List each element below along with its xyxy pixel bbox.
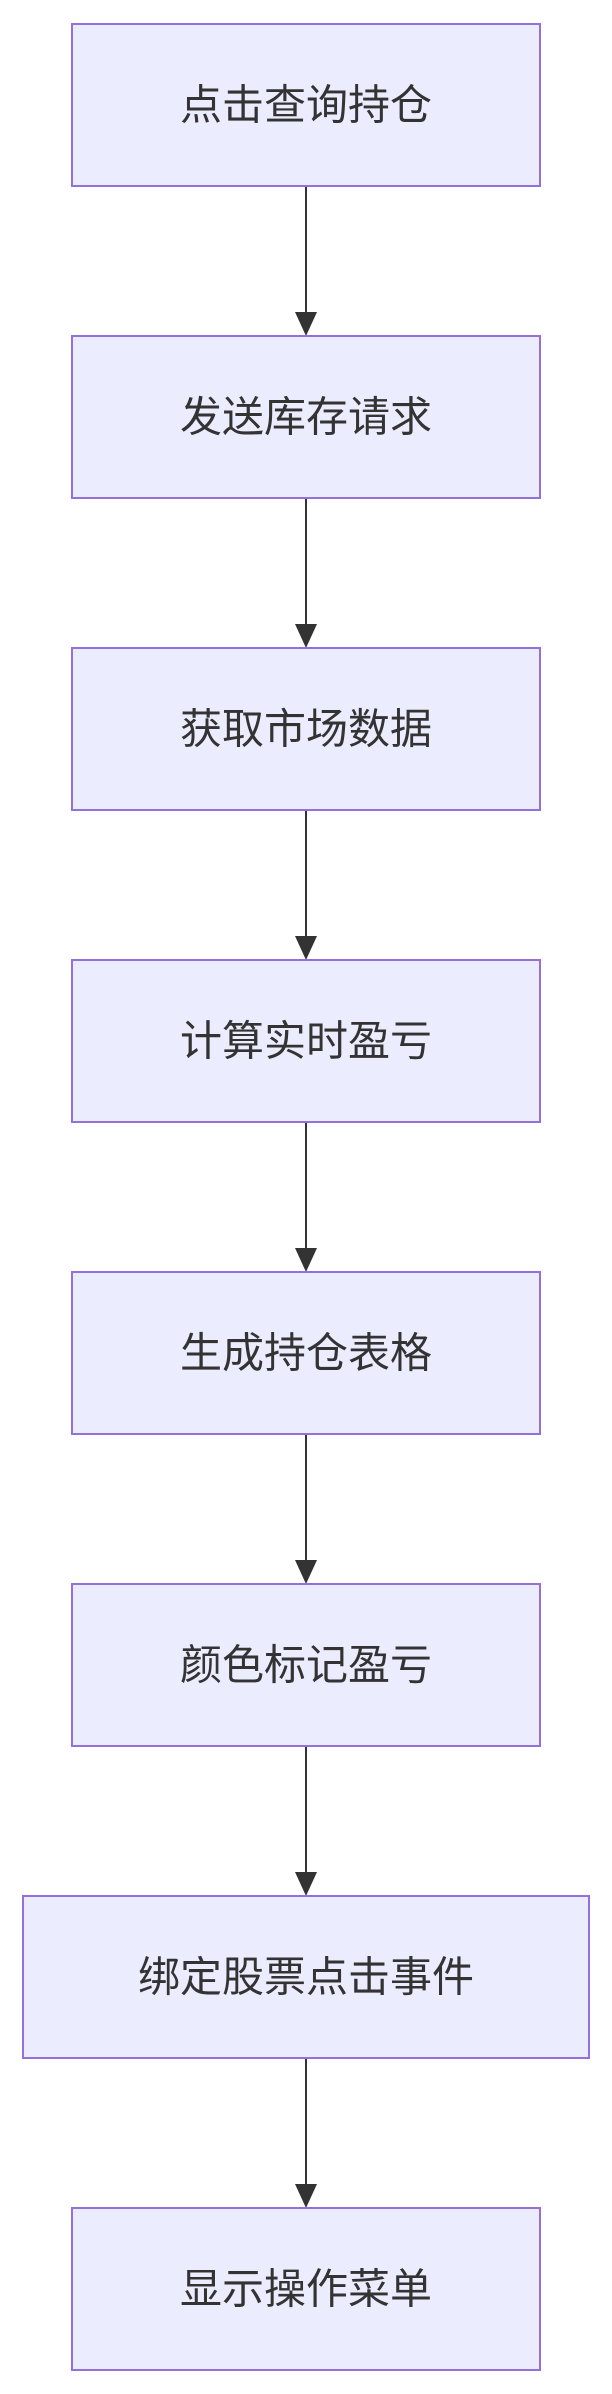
flow-node: 绑定股票点击事件 <box>22 1895 590 2059</box>
flow-node-label: 点击查询持仓 <box>180 81 432 130</box>
flow-node: 计算实时盈亏 <box>71 959 541 1123</box>
flow-node-box <box>71 647 541 811</box>
flow-node-box <box>71 2207 541 2371</box>
flow-node-label: 显示操作菜单 <box>180 2265 432 2314</box>
flow-node-label: 计算实时盈亏 <box>180 1017 432 1066</box>
flow-node: 获取市场数据 <box>71 647 541 811</box>
flow-arrowhead <box>295 1560 317 1584</box>
flow-node-label: 发送库存请求 <box>180 393 432 442</box>
flow-node-label: 获取市场数据 <box>180 705 432 754</box>
flow-edges <box>295 186 317 2208</box>
flow-node-box <box>71 23 541 187</box>
flow-node-box <box>71 959 541 1123</box>
flow-node-box <box>71 1583 541 1747</box>
flow-node: 显示操作菜单 <box>71 2207 541 2371</box>
flow-arrowhead <box>295 624 317 648</box>
flow-arrowhead <box>295 1248 317 1272</box>
flow-node: 点击查询持仓 <box>71 23 541 187</box>
flow-node-label: 绑定股票点击事件 <box>138 1953 474 2002</box>
flow-node: 发送库存请求 <box>71 335 541 499</box>
flow-node: 颜色标记盈亏 <box>71 1583 541 1747</box>
flow-node-label: 生成持仓表格 <box>180 1329 432 1378</box>
flow-arrowhead <box>295 936 317 960</box>
flow-node-box <box>71 335 541 499</box>
flow-node-label: 颜色标记盈亏 <box>180 1641 432 1690</box>
flow-node-box <box>22 1895 590 2059</box>
flow-arrowhead <box>295 312 317 336</box>
flow-nodes: 点击查询持仓发送库存请求获取市场数据计算实时盈亏生成持仓表格颜色标记盈亏绑定股票… <box>22 23 590 2371</box>
flow-node: 生成持仓表格 <box>71 1271 541 1435</box>
flow-node-box <box>71 1271 541 1435</box>
flow-arrowhead <box>295 1872 317 1896</box>
flow-arrowhead <box>295 2184 317 2208</box>
